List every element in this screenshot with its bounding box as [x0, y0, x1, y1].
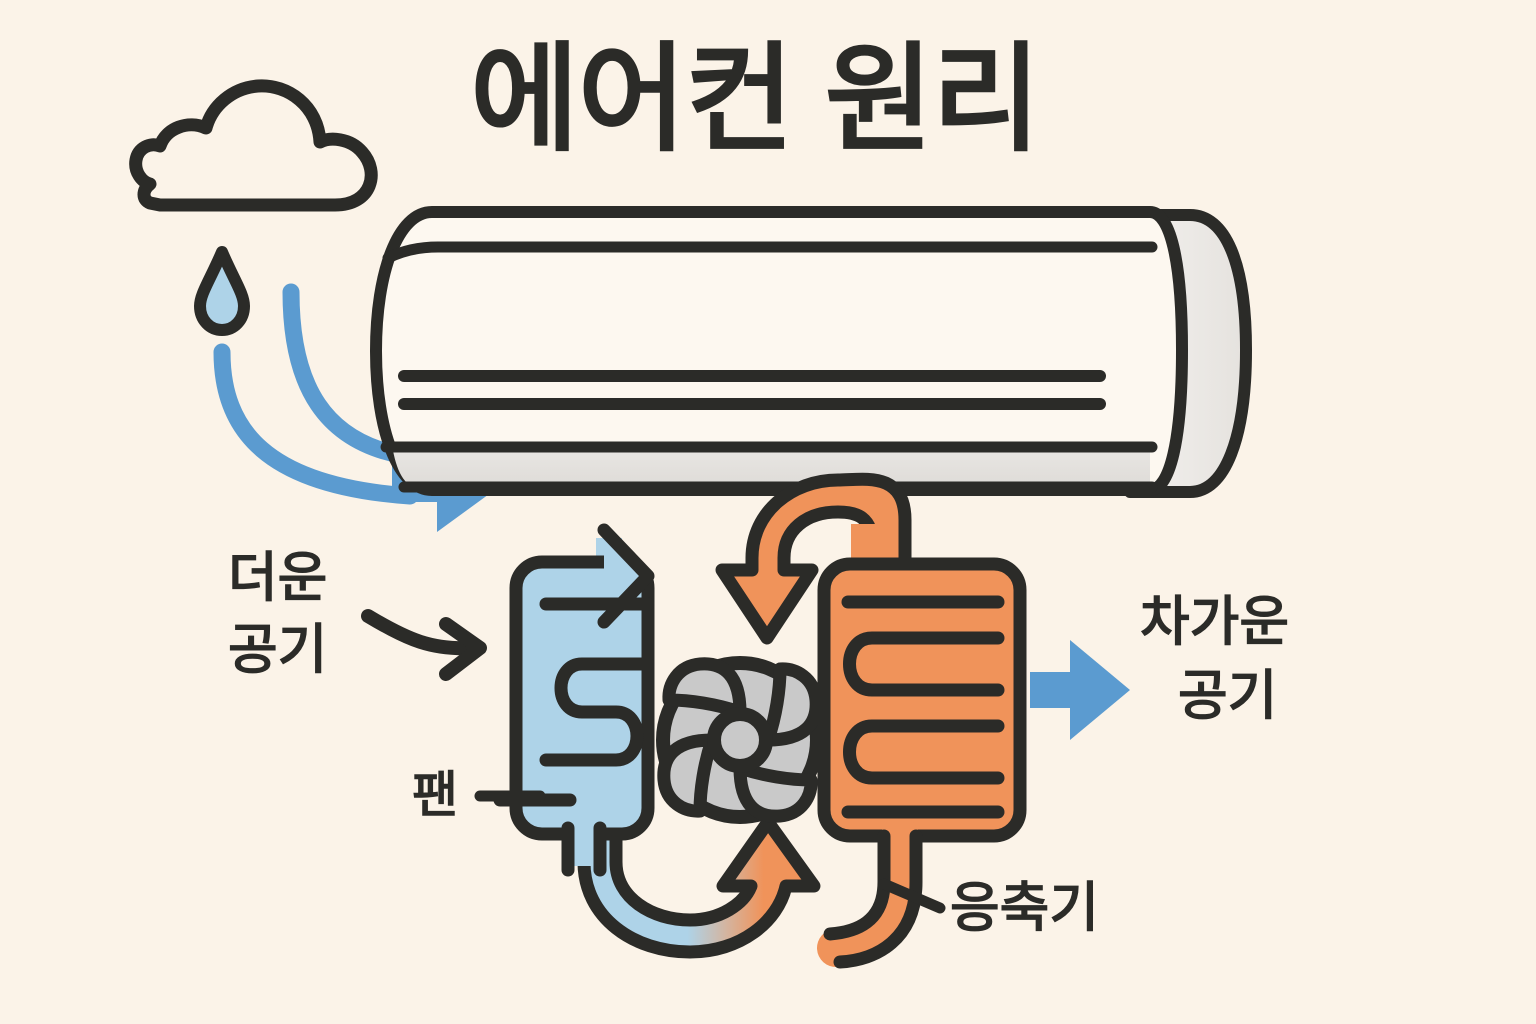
cloud-icon [129, 79, 378, 212]
hot-air-label-line2: 공기 [228, 620, 327, 680]
page-title: 에어컨 원리 [470, 34, 1040, 166]
label-condenser: 응축기 [878, 878, 1099, 938]
condenser-leader-line [878, 878, 946, 914]
cold-air-label-line1: 차가운 [1140, 592, 1289, 652]
label-cold-air: 차가운 공기 [1140, 592, 1289, 726]
evaporator-coil [493, 523, 655, 877]
label-fan: 팬 [412, 767, 546, 823]
fan-wheel [656, 656, 824, 824]
hot-air-label-line1: 더운 [228, 548, 327, 608]
wall-mounted-ac-unit [370, 206, 1252, 498]
fan-label: 팬 [412, 767, 458, 823]
water-droplet-icon [194, 246, 250, 336]
refrigerant-bottom-loop-arrow [577, 783, 821, 959]
condenser-label: 응축기 [950, 878, 1099, 938]
hot-air-arrow-icon [361, 609, 487, 681]
cold-air-exit-arrow [1030, 640, 1130, 740]
label-hot-air: 더운 공기 [228, 548, 487, 681]
refrigerant-top-loop-arrow [715, 472, 912, 645]
cold-air-label-line2: 공기 [1178, 666, 1277, 726]
